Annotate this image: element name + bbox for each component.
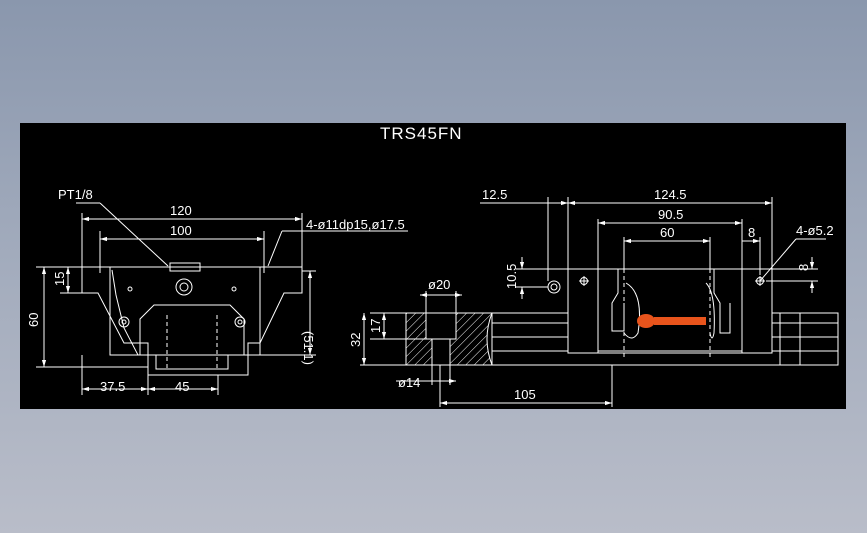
mount-hole-right xyxy=(234,316,246,328)
dim-width-120: 120 xyxy=(170,203,192,218)
carriage-inner-block xyxy=(111,269,148,356)
dim-holes-side: 4-ø5.2 xyxy=(796,223,834,238)
rail-bolt-hole xyxy=(425,312,457,340)
grease-nipple xyxy=(175,278,193,296)
dim-d14: ø14 xyxy=(398,375,420,390)
dim-124-5: 124.5 xyxy=(654,187,687,202)
brand-logo xyxy=(637,314,706,328)
carriage-body xyxy=(109,266,261,356)
dim-15: 15 xyxy=(52,272,67,286)
dim-pt1-8: PT1/8 xyxy=(58,187,93,202)
dim-17: 17 xyxy=(368,319,383,333)
front-view xyxy=(36,202,408,395)
dim-8-top: 8 xyxy=(748,225,755,240)
cad-drawing: TRS45FN xyxy=(26,124,839,407)
dim-32: 32 xyxy=(348,333,363,347)
dim-width-100: 100 xyxy=(170,223,192,238)
dim-105: 105 xyxy=(514,387,536,402)
carriage-front-outline xyxy=(81,266,303,376)
front-view-dimensions: PT1/8 120 100 4-ø11dp15,ø17.5 60 15 (51.… xyxy=(26,187,405,394)
carriage-side-body xyxy=(567,268,773,354)
dim-51-1: (51.1) xyxy=(301,331,316,365)
dim-90-5: 90.5 xyxy=(658,207,683,222)
rail-section xyxy=(360,291,613,407)
side-view xyxy=(480,197,839,366)
side-view-dimensions: 12.5 124.5 90.5 60 8 4-ø5.2 8 10.5 xyxy=(482,187,834,289)
dim-12-5: 12.5 xyxy=(482,187,507,202)
grease-nipple-side xyxy=(547,280,561,294)
dim-8-right: 8 xyxy=(796,264,811,271)
dim-45: 45 xyxy=(175,379,189,394)
cad-drawing-panel: TRS45FN xyxy=(20,123,846,409)
dim-37-5: 37.5 xyxy=(100,379,125,394)
rail-section-dimensions: ø20 17 32 ø14 105 xyxy=(348,277,536,402)
mount-hole-left xyxy=(118,316,130,328)
dim-d20: ø20 xyxy=(428,277,450,292)
dim-60-side: 60 xyxy=(660,225,674,240)
dim-height-60: 60 xyxy=(26,313,41,327)
dim-holes-front: 4-ø11dp15,ø17.5 xyxy=(306,217,405,232)
drawing-title: TRS45FN xyxy=(380,124,463,143)
rail-front-profile xyxy=(139,304,245,370)
dim-10-5: 10.5 xyxy=(504,264,519,289)
